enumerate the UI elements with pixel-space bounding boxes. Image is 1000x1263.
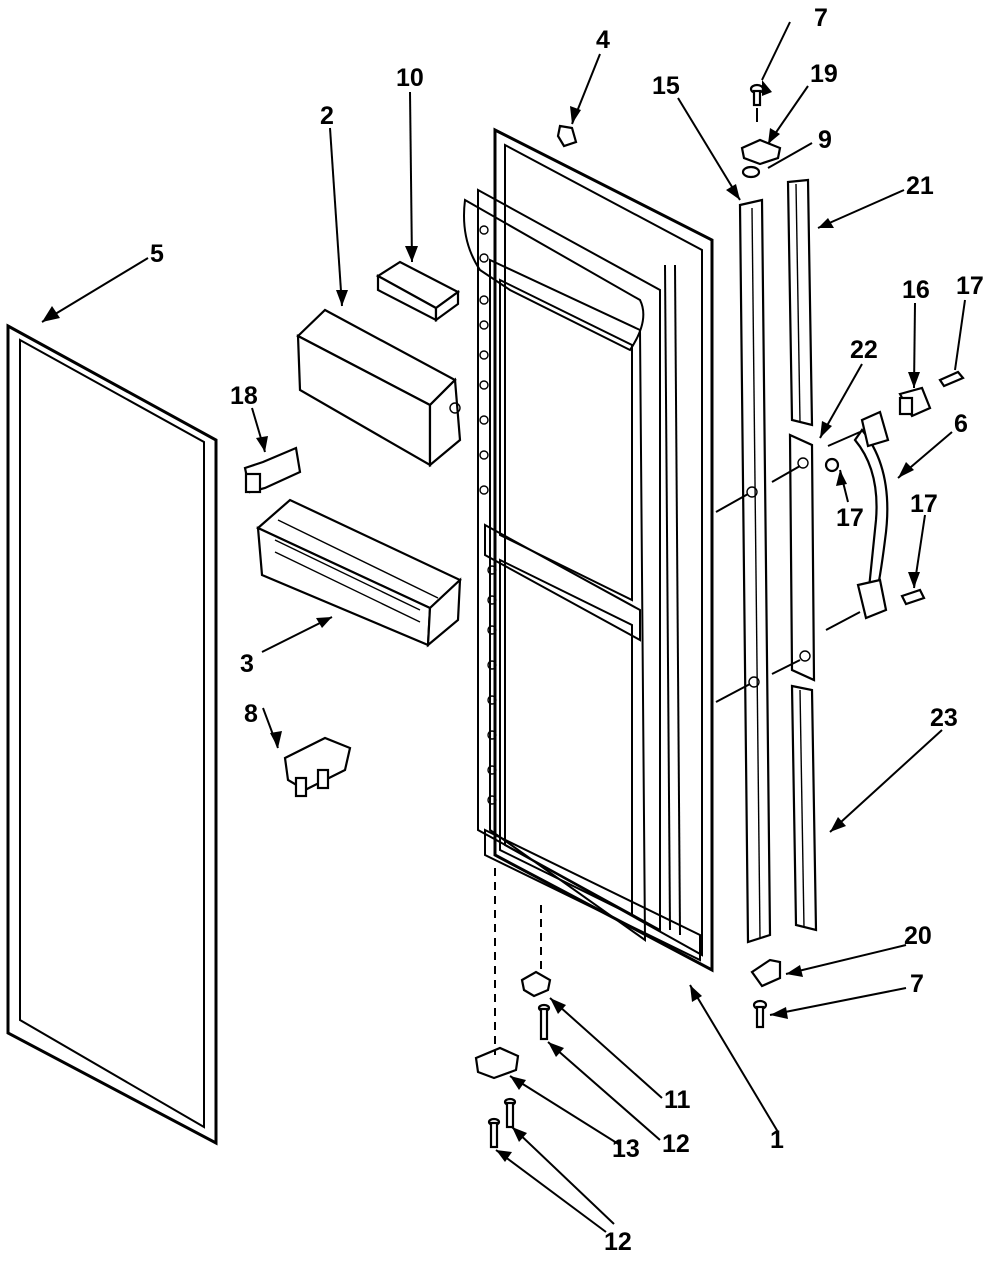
bracket-part-18 [243, 446, 302, 494]
callout-9: 9 [818, 126, 832, 154]
door-gasket-part-5 [6, 323, 218, 1146]
hinge-bushing-part-11 [520, 970, 552, 998]
screw-part-12-mid [537, 1003, 551, 1041]
callout-4: 4 [596, 26, 610, 54]
callout-12-mid: 12 [662, 1130, 690, 1158]
handle-mount-part-16 [898, 386, 932, 418]
callout-17-mid: 17 [836, 504, 864, 532]
screw-part-12-bottom-b [487, 1117, 501, 1149]
callout-8: 8 [244, 700, 258, 728]
screw-part-7-bottom [752, 999, 768, 1029]
dairy-compartment-part-2 [296, 308, 462, 468]
callout-15: 15 [652, 72, 680, 100]
callout-18: 18 [230, 382, 258, 410]
lower-handle-trim-part-23 [790, 684, 818, 932]
callout-2: 2 [320, 102, 334, 130]
callout-labels: 5 2 10 4 15 7 19 9 21 16 17 22 6 17 17 1… [150, 4, 984, 1256]
hinge-part-19 [740, 138, 782, 166]
door-liner-part-1 [463, 127, 714, 973]
callout-21: 21 [906, 172, 934, 200]
screw-part-17-right [900, 588, 926, 606]
callout-17-top: 17 [956, 272, 984, 300]
callout-19: 19 [810, 60, 838, 88]
door-bin-part-3 [256, 498, 462, 648]
hinge-part-20 [750, 958, 782, 988]
callout-5: 5 [150, 240, 164, 268]
callout-16: 16 [902, 276, 930, 304]
liner-shelf-holes [479, 225, 497, 805]
washer-part-9 [741, 165, 761, 179]
small-shelf-part-10 [375, 260, 461, 323]
callout-23: 23 [930, 704, 958, 732]
callout-6: 6 [954, 410, 968, 438]
door-handle-part-6 [853, 410, 890, 620]
callout-17-right: 17 [910, 490, 938, 518]
callout-22: 22 [850, 336, 878, 364]
callout-7-top: 7 [814, 4, 828, 32]
callout-3: 3 [240, 650, 254, 678]
callout-1: 1 [770, 1126, 784, 1154]
screw-part-12-bottom-a [503, 1097, 517, 1129]
callout-10: 10 [396, 64, 424, 92]
screw-part-7-top [749, 83, 765, 107]
upper-handle-trim-part-21 [786, 178, 814, 427]
callout-7-bottom: 7 [910, 970, 924, 998]
clip-part-4 [556, 124, 578, 148]
callout-12-bottom: 12 [604, 1228, 632, 1256]
leader-lines [41, 21, 966, 1233]
hinge-bracket-part-13 [474, 1046, 520, 1080]
callout-13: 13 [612, 1135, 640, 1163]
callout-20: 20 [904, 922, 932, 950]
screw-part-17-mid [824, 457, 840, 473]
callout-11: 11 [664, 1086, 691, 1114]
screw-part-17-top [938, 370, 965, 388]
bin-support-part-8 [283, 736, 352, 798]
door-trim-part-15 [738, 198, 772, 944]
middle-handle-trim-part-22 [788, 433, 816, 682]
leader-arrowheads [42, 80, 920, 1162]
assembly-lines [494, 108, 861, 1055]
